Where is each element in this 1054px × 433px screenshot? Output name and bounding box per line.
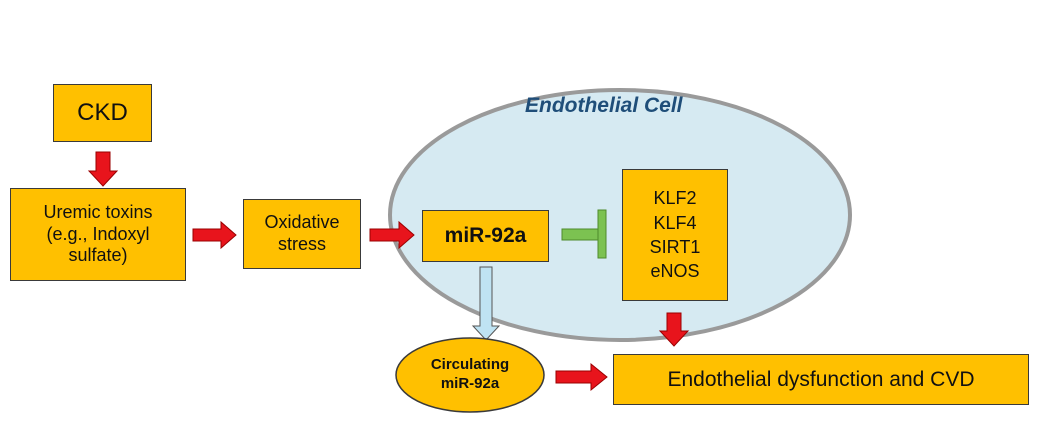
arrow-ckd-to-uremic: [87, 151, 119, 187]
uremic-line-2: (e.g., Indoxyl: [46, 223, 150, 244]
inhibition-bar: [561, 228, 600, 241]
circulating-line-1: Circulating: [430, 356, 510, 373]
circulating-ellipse: [395, 337, 545, 413]
arrow-uremic-to-oxidative: [192, 220, 237, 250]
target-sirt1: SIRT1: [649, 237, 701, 257]
circulating-label: Circulating miR-92a: [410, 356, 530, 394]
ckd-label: CKD: [77, 98, 128, 126]
oxidative-line-2: stress: [277, 234, 326, 254]
oxidative-stress-box: Oxidative stress: [243, 199, 361, 269]
arrow-oxidative-to-mir92a: [369, 220, 415, 250]
target-klf2: KLF2: [653, 188, 697, 209]
ckd-box: CKD: [53, 84, 152, 142]
mir92a-box: miR-92a: [422, 210, 549, 262]
target-klf4: KLF4: [653, 212, 697, 233]
oxidative-line-1: Oxidative: [264, 212, 340, 233]
arrow-circulating-to-outcome: [555, 362, 608, 392]
arrow-secretion: [471, 266, 501, 341]
uremic-toxins-box: Uremic toxins (e.g., Indoxyl sulfate): [10, 188, 186, 281]
endothelial-cell-label: Endothelial Cell: [525, 94, 683, 117]
endothelial-cell-ellipse: [388, 88, 852, 342]
targets-box: KLF2 KLF4 SIRT1 eNOS: [622, 169, 728, 301]
mir92a-label: miR-92a: [444, 224, 527, 248]
outcome-label: Endothelial dysfunction and CVD: [667, 367, 975, 391]
uremic-line-1: Uremic toxins: [43, 202, 153, 223]
outcome-box: Endothelial dysfunction and CVD: [613, 354, 1029, 405]
inhibition-tbar: [597, 209, 607, 259]
circulating-line-2: miR-92a: [440, 374, 500, 392]
arrow-targets-to-outcome: [658, 312, 690, 347]
uremic-line-3: sulfate): [68, 245, 128, 266]
target-enos: eNOS: [650, 261, 700, 282]
